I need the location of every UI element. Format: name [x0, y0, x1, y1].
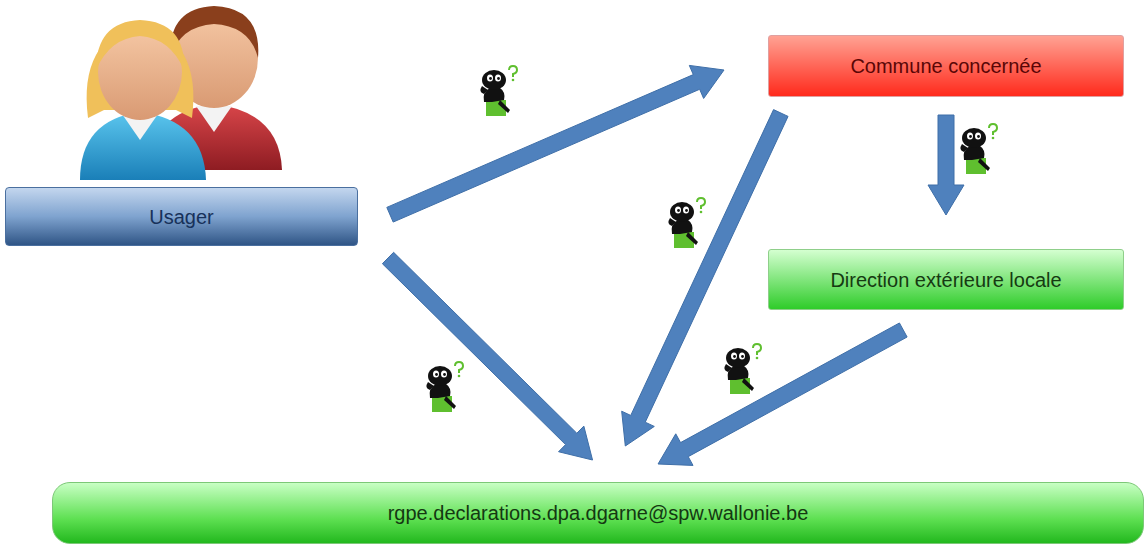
actor-box: Usager: [5, 187, 358, 246]
node-label: rgpe.declarations.dpa.dgarne@spw.walloni…: [376, 497, 821, 529]
process-box: Direction extérieure locale: [768, 249, 1124, 310]
question-icons: [426, 66, 997, 412]
node-label: Direction extérieure locale: [818, 264, 1073, 296]
flow-arrow: [928, 115, 964, 215]
node-label: Usager: [137, 201, 225, 233]
flow-arrow: [387, 65, 724, 222]
process-box: Commune concernée: [768, 35, 1124, 97]
mailbox-band: rgpe.declarations.dpa.dgarne@spw.walloni…: [52, 482, 1144, 544]
users-illustration: [80, 6, 282, 180]
flow-arrow: [382, 252, 592, 460]
node-label: Commune concernée: [838, 50, 1053, 82]
flow-arrow: [658, 323, 907, 465]
flow-arrow: [622, 110, 788, 446]
